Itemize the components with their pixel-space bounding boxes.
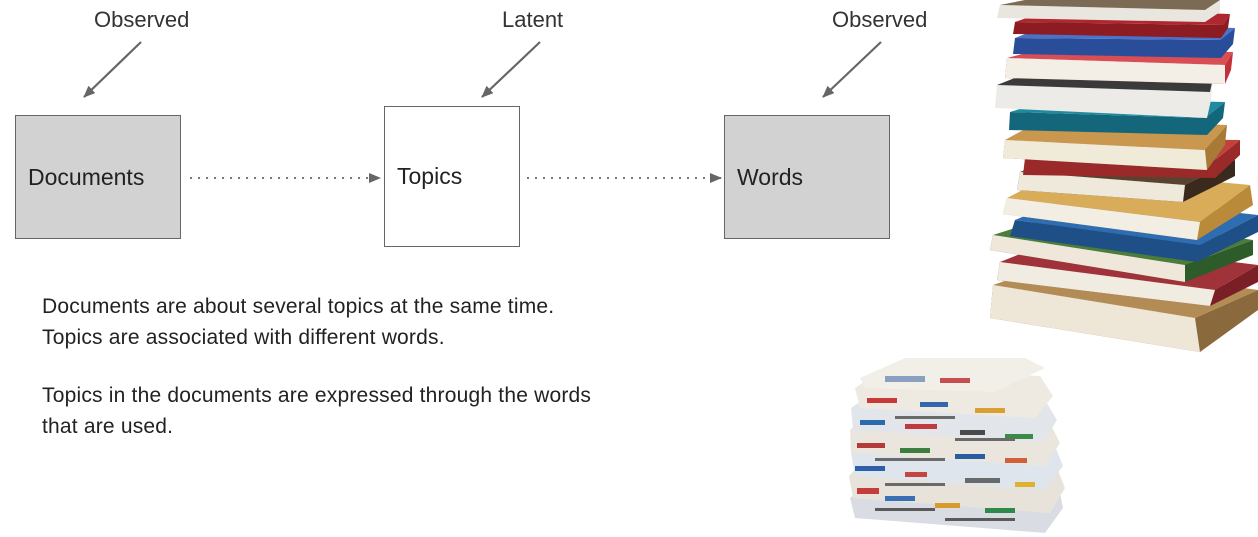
caption-paragraph-2: Topics in the documents are expressed th… — [42, 380, 591, 442]
node-words-label: Words — [737, 163, 804, 190]
node-words: Words — [724, 115, 890, 239]
node-documents-label: Documents — [28, 163, 145, 190]
book-stack-icon — [990, 0, 1258, 352]
annotation-arrow-words — [822, 41, 882, 98]
caption-line: that are used. — [42, 415, 174, 438]
annotation-arrow-documents — [83, 41, 142, 98]
caption-paragraph-1: Documents are about several topics at th… — [42, 291, 554, 353]
observed-label-documents: Observed — [94, 7, 190, 32]
latent-label-topics: Latent — [502, 7, 564, 32]
newspaper-stack-icon — [849, 358, 1065, 533]
observed-label-words: Observed — [832, 7, 928, 32]
caption-line: Topics in the documents are expressed th… — [42, 384, 592, 407]
caption-line: Topics are associated with different wor… — [42, 326, 445, 349]
caption-line: Documents are about several topics at th… — [42, 295, 555, 318]
node-topics: Topics — [384, 106, 520, 247]
annotation-arrow-topics — [481, 41, 541, 98]
node-topics-label: Topics — [397, 163, 463, 189]
node-documents: Documents — [15, 115, 181, 239]
